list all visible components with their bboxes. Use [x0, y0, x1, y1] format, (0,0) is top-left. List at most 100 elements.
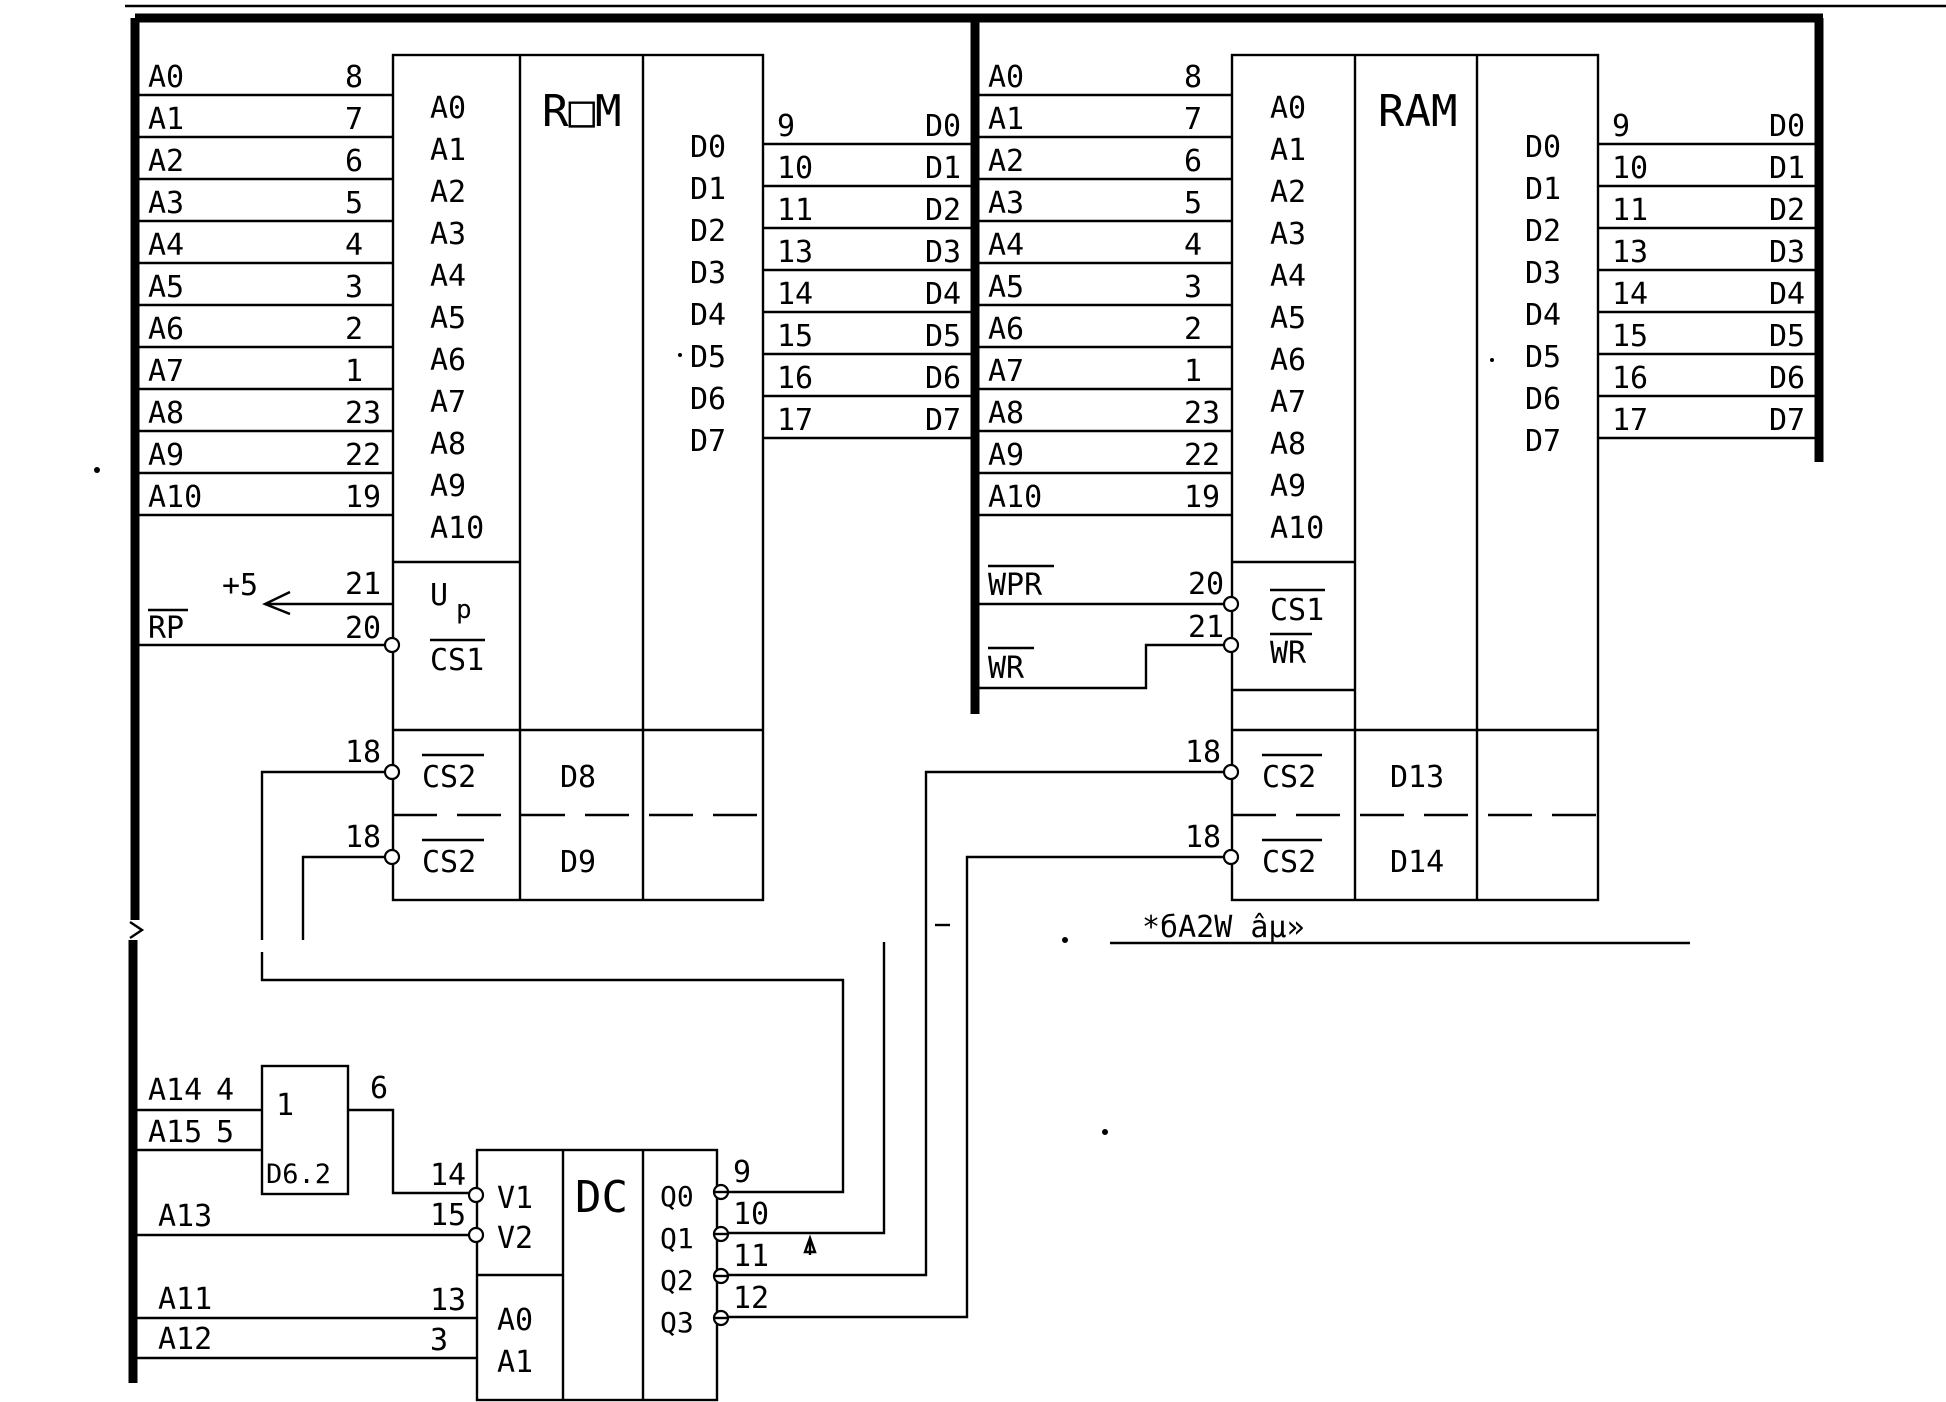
chip-select-wiring: [260, 770, 1224, 1319]
rom-addr-pin-label: A6: [430, 343, 466, 378]
ram-chip-d14: D14: [1390, 845, 1444, 880]
rom-data-bus-label: D6: [925, 361, 961, 396]
rom-cs2-2-wire-top: [301, 855, 385, 940]
rom-data-pin-label: D6: [690, 382, 726, 417]
bus-break-marker: [129, 921, 145, 939]
gate-body: [260, 1064, 350, 1196]
wr-pin-number: 21: [1188, 610, 1224, 645]
ram-cs2-pin-1: 18: [1185, 735, 1221, 770]
a15-label: A15: [148, 1115, 202, 1150]
ram-cs1-label: CS1: [1270, 593, 1324, 628]
v1-label: V1: [497, 1181, 533, 1216]
rom-addr-pin-label: A10: [430, 511, 484, 546]
rom-addr-pin-number: 22: [345, 438, 381, 473]
rom-data-pin-number: 9: [777, 109, 795, 144]
ram-data-bus-label: D5: [1769, 319, 1805, 354]
gate-output-pin: 6: [370, 1071, 388, 1106]
rom-addr-pin-number: 19: [345, 480, 381, 515]
ram-data-pin-number: 10: [1612, 151, 1648, 186]
q0-to-d8-wire: [260, 952, 845, 1194]
ram-addr-pin-number: 8: [1184, 60, 1202, 95]
rom-addr-pin-number: 6: [345, 144, 363, 179]
v1-bubble: [467, 1186, 485, 1204]
v1-pin: 14: [430, 1158, 466, 1193]
ram-cs1-bubble: [1222, 595, 1240, 613]
ram-addr-pin-label: A2: [1270, 175, 1306, 210]
rom-addr-pin-number: 7: [345, 102, 363, 137]
dc-a1-label: A1: [497, 1345, 533, 1380]
a11-label: A11: [158, 1282, 212, 1317]
rom-addr-pin-label: A1: [430, 133, 466, 168]
rom-addr-bus-label: A7: [148, 354, 184, 389]
rom-addr-pin-number: 1: [345, 354, 363, 389]
rom-addr-bus-label: A5: [148, 270, 184, 305]
ram-data-pin-label: D6: [1525, 382, 1561, 417]
rom-addr-pin-number: 2: [345, 312, 363, 347]
v2-label: V2: [497, 1221, 533, 1256]
ram-cs2-label-2: CS2: [1262, 845, 1316, 880]
ram-addr-pin-number: 6: [1184, 144, 1202, 179]
decoder-output-label: Q3: [660, 1306, 694, 1339]
decoder-output-pin: 10: [733, 1197, 769, 1232]
dc-a0-label: A0: [497, 1303, 533, 1338]
ram-cs2-pin-2: 18: [1185, 820, 1221, 855]
decoder-title: DC: [575, 1172, 628, 1223]
plus5-arrow: [262, 590, 393, 616]
a14-label: A14: [148, 1073, 202, 1108]
ram-title: RAM: [1378, 86, 1457, 137]
ram-cs2-label-1: CS2: [1262, 760, 1316, 795]
ram-addr-bus-label: A3: [988, 186, 1024, 221]
rom-addr-bus-label: A10: [148, 480, 202, 515]
rp-label: RP: [148, 611, 184, 646]
rom-addr-pin-label: A8: [430, 427, 466, 462]
ram-addr-pin-number: 4: [1184, 228, 1202, 263]
rom-addr-pin-label: A2: [430, 175, 466, 210]
rom-data-pin-number: 16: [777, 361, 813, 396]
rom-data-pin-label: D1: [690, 172, 726, 207]
rom-data-pin-number: 13: [777, 235, 813, 270]
rom-addr-bus-label: A8: [148, 396, 184, 431]
ram-addr-pin-label: A5: [1270, 301, 1306, 336]
a14-pin: 4: [216, 1073, 234, 1108]
ram-data-bus-label: D6: [1769, 361, 1805, 396]
ram-addr-pin-number: 19: [1184, 480, 1220, 515]
decoder-dc: DC V1 V2 14 15 A13 A11 A12 13 3 A0 A1 Q0…: [133, 1148, 769, 1402]
gate-output-wire: [348, 1108, 470, 1195]
rom-data-bus-label: D4: [925, 277, 961, 312]
ram-data-bus-label: D3: [1769, 235, 1805, 270]
garbled-note: *бA2W âμ»: [1142, 910, 1305, 945]
ram-wr-label: WR: [1270, 636, 1307, 671]
rom-data-bus-label: D1: [925, 151, 961, 186]
ram-addr-pin-number: 1: [1184, 354, 1202, 389]
ram-data-pin-number: 9: [1612, 109, 1630, 144]
ram-addr-bus-label: A2: [988, 144, 1024, 179]
rom-cs2-pin-2: 18: [345, 820, 381, 855]
rom-data-bus-label: D2: [925, 193, 961, 228]
ram-addr-pin-label: A0: [1270, 91, 1306, 126]
rom-addr-pin-label: A5: [430, 301, 466, 336]
rom-data-pin-number: 15: [777, 319, 813, 354]
a12-label: A12: [158, 1322, 212, 1357]
ram-data-pin-label: D7: [1525, 424, 1561, 459]
rom-data-bus-label: D7: [925, 403, 961, 438]
q3-to-d14-wire: [727, 855, 1224, 1319]
ram-chip-body: [1230, 53, 1600, 902]
rom-chip-d9: D9: [560, 845, 596, 880]
rom-cs1-bubble: [383, 636, 401, 654]
ram-data-pin-label: D4: [1525, 298, 1561, 333]
buses: [128, 13, 1824, 1383]
plus5-label: +5: [222, 568, 258, 603]
decoder-output-label: Q1: [660, 1222, 694, 1255]
ram-data-pin-label: D3: [1525, 256, 1561, 291]
ram-data-pin-number: 15: [1612, 319, 1648, 354]
ram-data-bus-label: D7: [1769, 403, 1805, 438]
ram-addr-pin-number: 22: [1184, 438, 1220, 473]
wpr-label: WPR: [988, 568, 1043, 603]
ram-data-pin-number: 14: [1612, 277, 1648, 312]
decoder-output-pin: 9: [733, 1155, 751, 1190]
rom-cs1-label: CS1: [430, 643, 484, 678]
